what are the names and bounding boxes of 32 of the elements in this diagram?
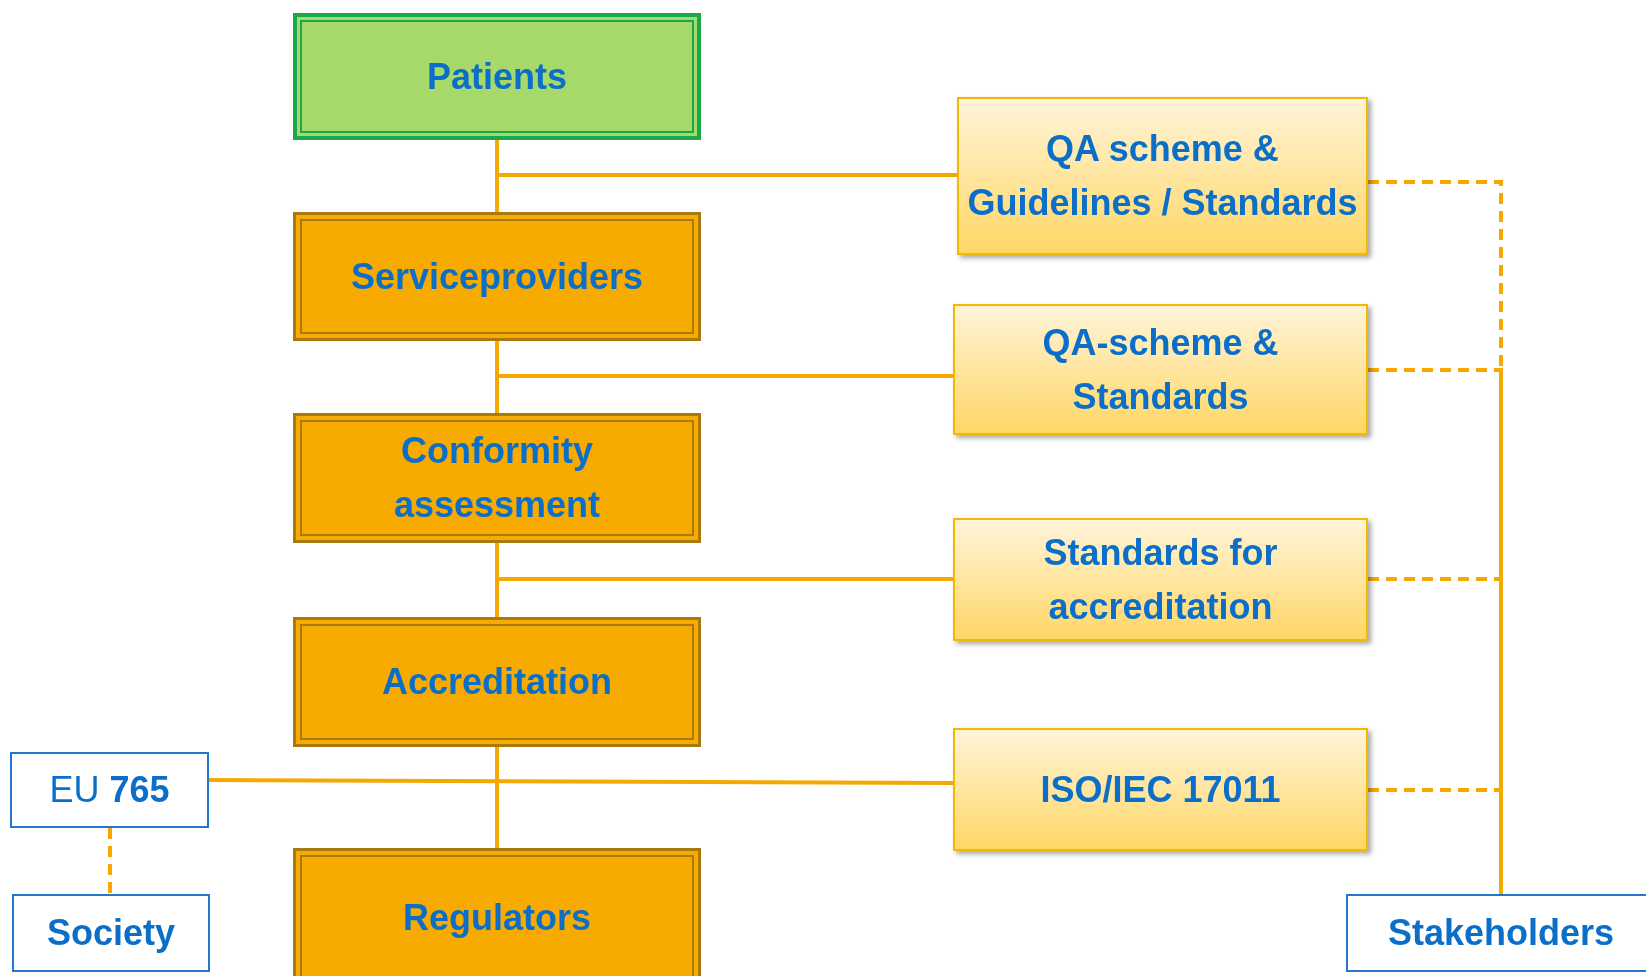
process-box (293, 413, 701, 543)
node-label: QA scheme & Guidelines / Standards (966, 127, 1359, 225)
standard-box (957, 97, 1368, 255)
connector-line (495, 140, 957, 177)
node-label: Regulators (402, 896, 591, 940)
process-box (293, 617, 701, 747)
node-label: Stakeholders (1387, 911, 1615, 955)
dashed-connector (1368, 788, 1503, 894)
process-box (293, 848, 701, 976)
node-label: Patients (426, 54, 567, 99)
node-label: Conformity assessment (392, 429, 602, 527)
process-box (293, 13, 701, 140)
node-label: ISO/IEC 17011 (1040, 767, 1281, 812)
node-label: Serviceproviders (350, 254, 644, 299)
standard-box (953, 728, 1368, 851)
node-label: EU 765 (49, 768, 170, 812)
node-label: QA-scheme & Standards (1041, 320, 1280, 419)
dashed-connector (1368, 368, 1503, 894)
standard-box (953, 304, 1368, 435)
standard-box (953, 518, 1368, 641)
connector-line (495, 543, 953, 581)
process-box (293, 212, 701, 341)
dashed-connector (108, 828, 112, 894)
connector-line (495, 747, 499, 848)
label-box (1346, 894, 1646, 972)
node-label: Standards for accreditation (1042, 530, 1279, 629)
connector-line (495, 341, 953, 378)
label-box (10, 752, 209, 828)
label-box (12, 894, 210, 972)
node-label: Society (46, 911, 176, 955)
connector-line (209, 778, 953, 785)
node-label: Accreditation (381, 660, 612, 704)
